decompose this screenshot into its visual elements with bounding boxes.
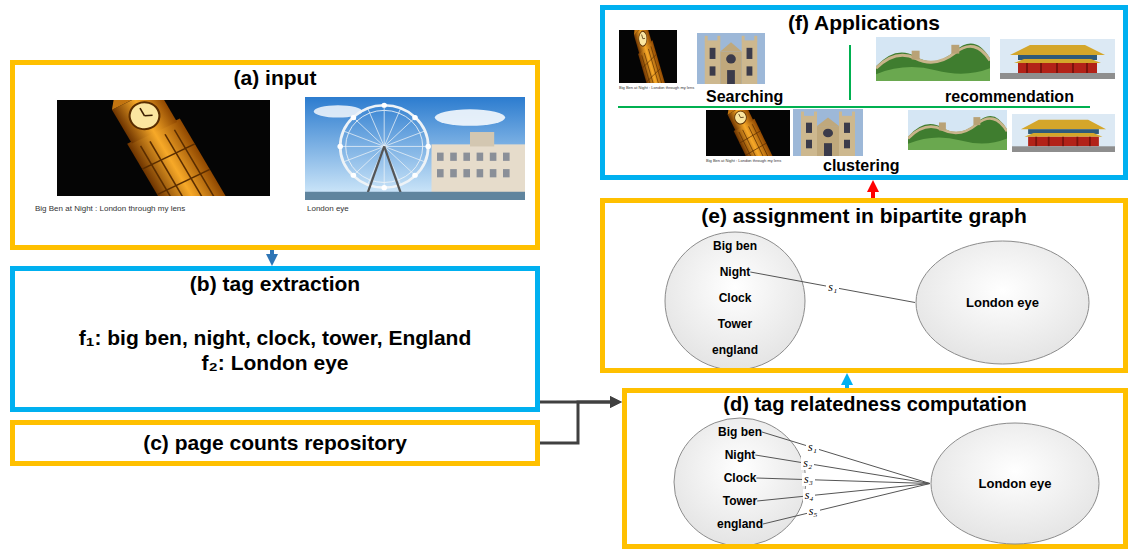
flow-arrow bbox=[540, 402, 617, 443]
tag-node: Big ben bbox=[713, 239, 757, 253]
tag-node: Clock bbox=[724, 471, 757, 485]
tag-node: Night bbox=[720, 265, 751, 279]
box-body: f₁: big ben, night, clock, tower, Englan… bbox=[40, 325, 510, 350]
step-box: (b) tag extraction f₁: big ben, night, cl… bbox=[10, 266, 540, 412]
tag-node: Tower bbox=[723, 494, 757, 508]
flow-arrow bbox=[871, 185, 875, 198]
application-label: Searching bbox=[706, 88, 783, 106]
tag-text: Tower bbox=[718, 317, 752, 331]
london-eye-photo bbox=[305, 97, 525, 200]
tag-text: Tower bbox=[723, 494, 757, 508]
tag-node: Night bbox=[725, 448, 756, 462]
box-body: f₂: London eye bbox=[40, 350, 510, 375]
target-ellipse: London eye bbox=[915, 240, 1090, 365]
box-title: (d) tag relatedness computation bbox=[627, 393, 1123, 416]
application-label: clustering bbox=[823, 157, 899, 175]
application-label: recommendation bbox=[945, 88, 1074, 106]
tag-text: england bbox=[717, 517, 763, 531]
tag-node: england bbox=[712, 343, 758, 357]
great-wall-photo bbox=[908, 110, 1007, 150]
image-caption: Big Ben at Night : London through my len… bbox=[619, 85, 694, 90]
relatedness-line bbox=[756, 478, 930, 484]
box-title: (f) Applications bbox=[605, 10, 1123, 35]
image-caption: Big Ben at Night : London through my len… bbox=[706, 158, 781, 163]
tag-text: Night bbox=[720, 265, 751, 279]
image-caption: Big Ben at Night : London through my len… bbox=[35, 204, 185, 213]
tag-node: england bbox=[717, 517, 763, 531]
image-caption: London eye bbox=[307, 204, 349, 213]
tag-text: Big ben bbox=[718, 425, 762, 439]
great-wall-photo bbox=[876, 37, 990, 81]
tag-text: Clock bbox=[724, 471, 757, 485]
divider-line bbox=[618, 106, 1090, 108]
tag-text: Big ben bbox=[713, 239, 757, 253]
box-title: (c) page counts repository bbox=[15, 430, 535, 455]
ellipse-outline bbox=[916, 241, 1089, 364]
target-ellipse: London eye bbox=[930, 422, 1100, 545]
divider-line bbox=[849, 45, 851, 100]
similarity-score: s₁ bbox=[826, 281, 839, 294]
relatedness-line bbox=[757, 484, 930, 502]
abbey-photo bbox=[697, 33, 765, 84]
relatedness-line bbox=[755, 455, 930, 484]
big-ben-photo bbox=[619, 7, 677, 110]
tag-node: Clock bbox=[719, 291, 752, 305]
step-box: (d) tag relatedness computationBig benNi… bbox=[622, 388, 1128, 549]
relatedness-line bbox=[763, 484, 930, 525]
relatedness-line bbox=[762, 432, 930, 484]
palace-photo bbox=[1012, 114, 1115, 152]
box-title: (e) assignment in bipartite graph bbox=[605, 203, 1123, 228]
palace-photo bbox=[1000, 39, 1115, 79]
flow-arrow bbox=[845, 378, 849, 388]
tag-set-ellipse bbox=[674, 418, 806, 546]
tag-text: england bbox=[712, 343, 758, 357]
box-title: (b) tag extraction bbox=[15, 271, 535, 296]
ellipse-label: London eye bbox=[966, 295, 1039, 311]
similarity-score: s₃ bbox=[802, 473, 815, 486]
tag-set-ellipse bbox=[665, 232, 805, 370]
box-title: (a) input bbox=[15, 65, 535, 90]
flow-arrow bbox=[270, 250, 274, 261]
ellipse-label: London eye bbox=[979, 476, 1052, 492]
tag-node: Big ben bbox=[718, 425, 762, 439]
step-box: (e) assignment in bipartite graphBig ben… bbox=[600, 198, 1128, 373]
abbey-photo bbox=[793, 109, 863, 156]
tag-text: Clock bbox=[719, 291, 752, 305]
tag-node: Tower bbox=[718, 317, 752, 331]
similarity-score: s₄ bbox=[803, 489, 816, 502]
similarity-score: s₂ bbox=[801, 457, 814, 470]
step-box: (c) page counts repository bbox=[10, 420, 540, 466]
tag-text: Night bbox=[725, 448, 756, 462]
step-box: (a) input bbox=[10, 60, 540, 250]
ellipse-outline bbox=[931, 423, 1099, 544]
similarity-score: s₁ bbox=[806, 441, 819, 454]
relatedness-line bbox=[750, 272, 915, 303]
similarity-score: s₅ bbox=[807, 505, 820, 518]
